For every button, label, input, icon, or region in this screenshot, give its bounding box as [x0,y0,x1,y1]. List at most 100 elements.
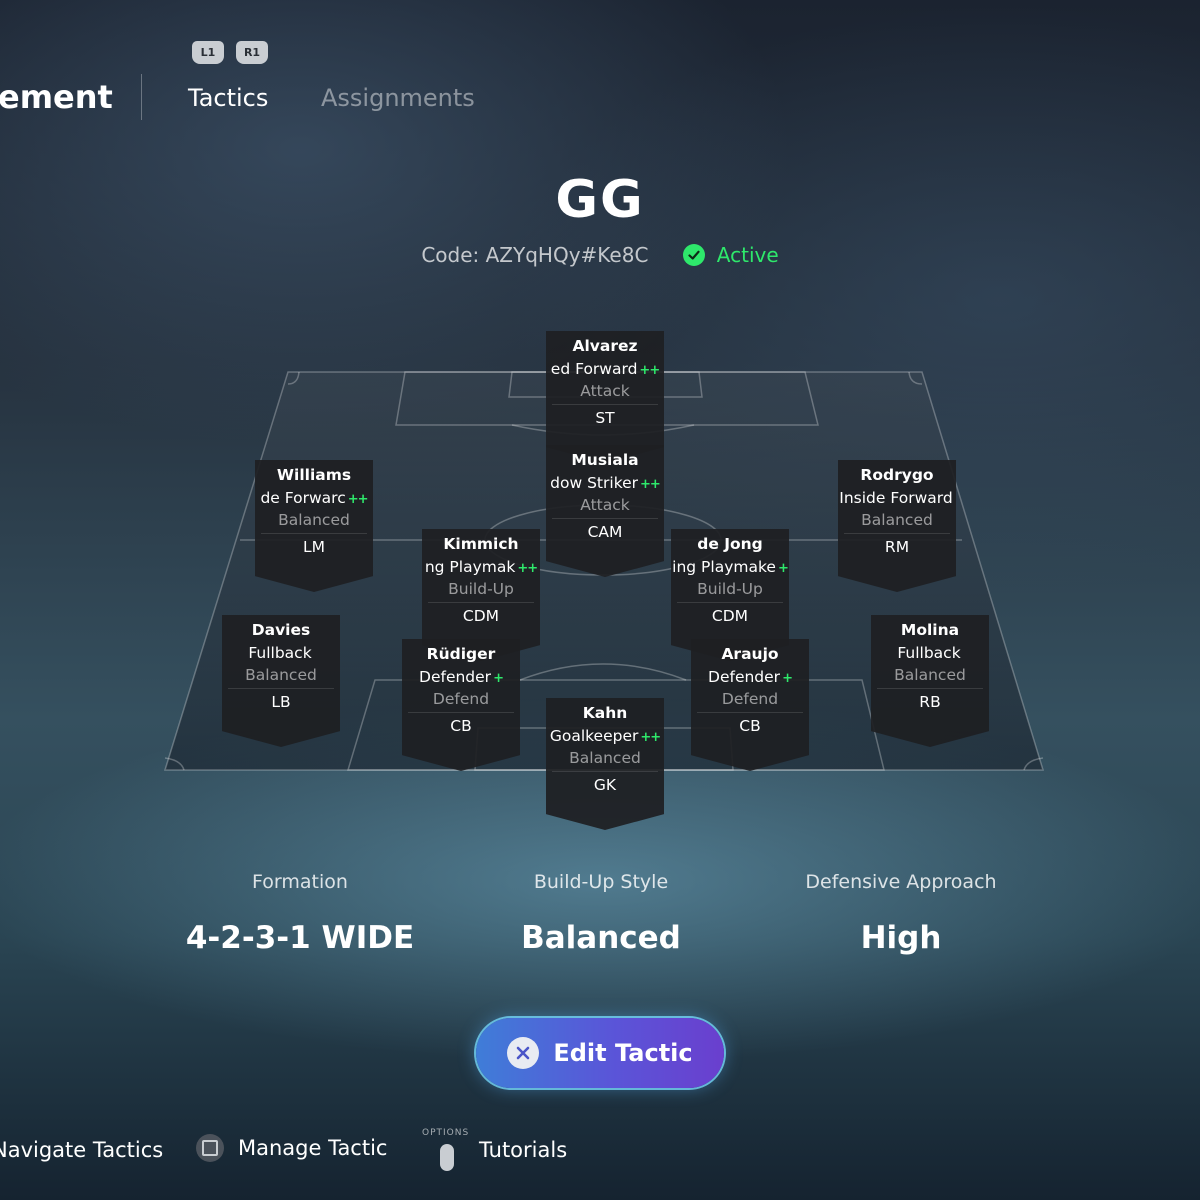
player-role: de Forwarc [260,489,346,507]
card-divider [428,602,534,603]
player-role: Fullback [897,644,961,662]
status-badge: Active [682,243,779,267]
player-role: ng Playmak [424,558,516,576]
player-role: Defender [708,668,781,686]
player-role: Fullback [248,644,312,662]
role-plus: ++ [517,561,538,576]
player-card-lm[interactable]: Williams de Forwarc++ Balanced LM [255,460,373,592]
player-position: CDM [462,607,500,625]
manage-tactic-hint[interactable]: Manage Tactic [196,1134,387,1162]
navigate-tactics-label: Navigate Tactics [0,1138,164,1162]
defense-value: High [860,920,942,956]
player-name: Rodrygo [860,466,934,484]
player-role: dow Striker [550,474,639,492]
edit-tactic-label: Edit Tactic [553,1039,693,1067]
role-plus: + [493,671,504,686]
role-plus: ++ [639,363,660,378]
role-plus: + [777,561,789,576]
navigate-tactics-hint[interactable]: Navigate Tactics [0,1138,163,1162]
card-divider [552,771,658,772]
options-button-icon[interactable] [440,1144,454,1171]
card-divider [552,518,658,519]
check-icon [682,244,705,266]
role-plus: ++ [347,492,369,507]
status-text: Active [716,243,779,267]
card-divider [261,533,367,534]
top-navigation: ement L1 R1 Tactics Assignments [0,0,1200,140]
tactic-name: GG [555,170,645,230]
player-position: CAM [587,523,623,541]
role-plus: + [782,671,793,686]
player-role: Defender [419,668,492,686]
player-card-rb[interactable]: Molina Fullback Balanced RB [871,615,989,747]
player-name: Alvarez [572,337,638,355]
buildup-value: Balanced [521,920,681,956]
buildup-stat: Build-Up Style Balanced [451,871,751,956]
player-position: LB [271,693,291,711]
card-divider [228,688,334,689]
player-name: Kahn [582,704,628,722]
defense-label: Defensive Approach [805,871,997,893]
player-card-gk[interactable]: Kahn Goalkeeper++ Balanced GK [546,698,664,830]
player-focus: Defend [721,690,779,708]
player-name: Williams [276,466,352,484]
player-focus: Attack [580,496,630,514]
player-focus: Balanced [861,511,933,529]
player-card-cam[interactable]: Musiala dow Striker++ Attack CAM [546,445,664,577]
player-role: ed Forward [550,360,638,378]
player-position: CB [450,717,472,735]
tab-management[interactable]: ement [0,78,113,116]
tab-assignments[interactable]: Assignments [321,84,475,112]
player-focus: Balanced [894,666,966,684]
player-position: LM [302,538,325,556]
player-focus: Build-Up [697,580,763,598]
tutorials-label: Tutorials [479,1138,568,1162]
l1-button-icon[interactable]: L1 [192,41,224,64]
buildup-label: Build-Up Style [533,871,669,893]
player-card-rm[interactable]: Rodrygo Inside Forward Balanced RM [838,460,956,592]
player-position: CB [739,717,761,735]
player-role: Inside Forward [839,489,953,507]
player-position: RB [919,693,941,711]
player-focus: Attack [580,382,630,400]
player-name: Araujo [721,645,779,663]
tab-tactics[interactable]: Tactics [188,84,269,112]
options-button-label: OPTIONS [422,1128,470,1138]
player-card-cb-right[interactable]: Araujo Defender+ Defend CB [691,639,809,771]
player-position: ST [595,409,615,427]
player-role: ing Playmake [672,558,776,576]
player-position: RM [884,538,910,556]
player-focus: Defend [432,690,490,708]
defense-stat: Defensive Approach High [751,871,1051,956]
role-plus: ++ [640,477,661,492]
player-focus: Balanced [245,666,317,684]
card-divider [677,602,783,603]
player-card-cb-left[interactable]: Rüdiger Defender+ Defend CB [402,639,520,771]
player-position: GK [593,776,617,794]
player-focus: Balanced [278,511,350,529]
player-name: de Jong [697,535,763,553]
card-divider [552,404,658,405]
nav-divider [141,74,142,120]
manage-tactic-label: Manage Tactic [238,1136,388,1160]
formation-value: 4-2-3-1 WIDE [185,920,415,956]
r1-button-icon[interactable]: R1 [236,41,268,64]
player-card-lb[interactable]: Davies Fullback Balanced LB [222,615,340,747]
formation-label: Formation [252,871,348,893]
footer-hints: Navigate Tactics Manage Tactic OPTIONS T… [0,1128,1200,1180]
card-divider [877,688,983,689]
player-name: Musiala [571,451,639,469]
card-divider [408,712,514,713]
cross-button-icon [507,1037,540,1069]
edit-tactic-button[interactable]: Edit Tactic [476,1018,724,1088]
player-focus: Balanced [569,749,641,767]
tutorials-hint[interactable]: Tutorials [479,1138,567,1162]
player-name: Molina [900,621,960,639]
formation-stat: Formation 4-2-3-1 WIDE [150,871,450,956]
card-divider [844,533,950,534]
square-button-icon [196,1134,224,1162]
player-position: CDM [711,607,749,625]
tactic-code: Code: AZYqHQy#Ke8C [421,243,649,267]
player-card-st[interactable]: Alvarez ed Forward++ Attack ST [546,331,664,463]
player-role: Goalkeeper [549,727,639,745]
